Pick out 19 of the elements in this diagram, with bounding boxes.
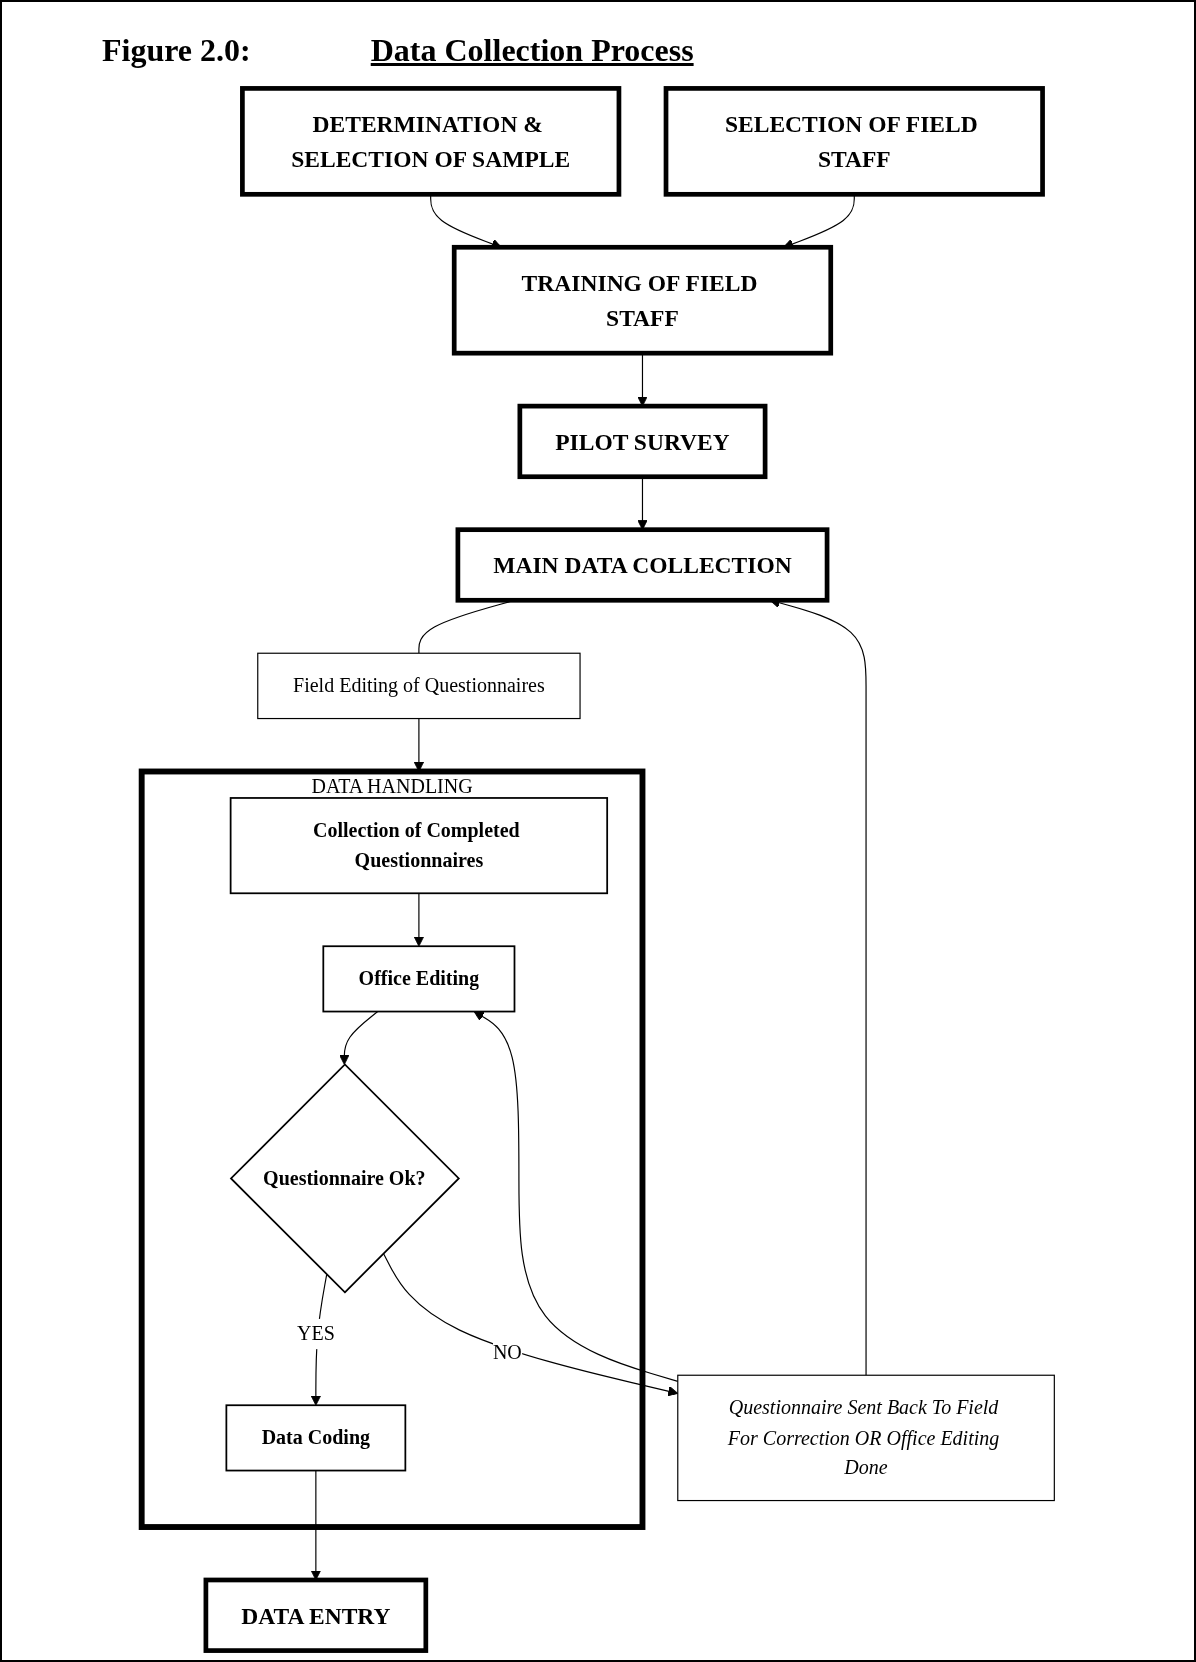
node-box: TRAINING OF FIELD STAFF bbox=[451, 244, 834, 356]
arrow bbox=[413, 717, 425, 772]
node-box: PILOT SURVEY bbox=[517, 403, 768, 480]
diagram-title: Data Collection Process bbox=[370, 32, 694, 69]
edge-label: YES bbox=[296, 1322, 335, 1345]
node-box: Questionnaire Sent Back To Field For Correction OR Office Editing Done bbox=[677, 1374, 1055, 1502]
node-box: SELECTION OF FIELD STAFF bbox=[663, 86, 1045, 197]
node-box: DETERMINATION & SELECTION OF SAMPLE bbox=[240, 86, 622, 197]
node-box: MAIN DATA COLLECTION bbox=[455, 527, 830, 603]
figure-number: Figure 2.0: bbox=[102, 32, 251, 69]
arrow bbox=[413, 892, 425, 947]
edge-label: NO bbox=[492, 1341, 522, 1365]
node-box: Data Coding bbox=[225, 1404, 407, 1472]
node-box: Field Editing of Questionnaires bbox=[257, 652, 581, 720]
node-box: Collection of Completed Questionnaires bbox=[229, 797, 609, 895]
arrow bbox=[339, 1010, 379, 1065]
node-box: Office Editing bbox=[322, 945, 516, 1013]
node-box: DATA ENTRY bbox=[203, 1577, 429, 1653]
node-diamond: Questionnaire Ok? bbox=[229, 1063, 461, 1294]
